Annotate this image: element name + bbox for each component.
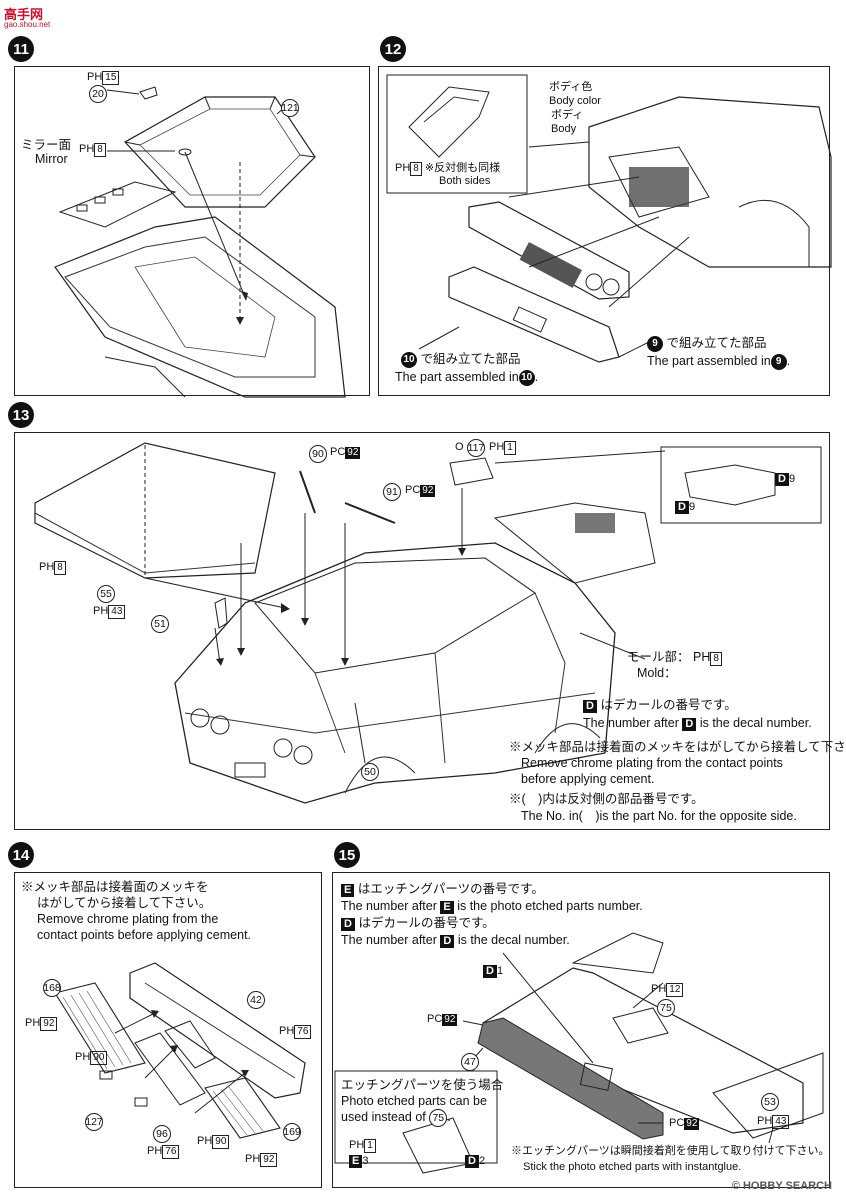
step-14-panel: ※メッキ部品は接着面のメッキを はがしてから接着して下さい。 Remove ch… [14,872,322,1188]
step-14-part-169: 169 [283,1123,301,1141]
step-11-part-20: 20 [89,85,107,103]
step-15-drawing [334,932,824,1174]
step-13-chrome-jp: ※メッキ部品は接着面のメッキをはがしてから接着して下さい。 [509,740,846,754]
step-13-o-label: O [455,441,464,453]
step-15-panel: E はエッチングパーツの番号です。 The number after E is … [332,872,830,1188]
step-15-e-en: The number after E is the photo etched p… [341,899,643,914]
step-12-both-sides-en: Both sides [439,175,491,187]
step-11-mirror-en: Mirror [35,152,68,166]
step-14-drawing [54,962,306,1139]
step-14-chrome-en2: contact points before applying cement. [37,928,252,942]
step-13-number: 13 [8,402,34,428]
step-12-drawing [386,74,832,363]
step-15-e-jp: E はエッチングパーツの番号です。 [341,881,544,897]
step-15-number: 15 [334,842,360,868]
step-13-part-51: 51 [151,615,169,633]
step-12-body-color-en: Body color [549,95,601,107]
step-13-part-90: 90 [309,445,327,463]
step-14-part-168: 168 [43,979,61,997]
watermark-domain: gao.shou.net [4,20,51,29]
step-14-number: 14 [8,842,34,868]
watermark-logo: 高手网 [4,7,44,22]
step-12-assembled-9-jp: 9 で組み立てた部品 [647,335,767,352]
step-13-chrome-en1: Remove chrome plating from the contact p… [521,756,783,770]
step-13-part-117: 117 [467,439,485,457]
step-15-d-en: The number after D is the decal number. [341,933,570,948]
step-14-chrome-jp1: ※メッキ部品は接着面のメッキを [21,880,209,894]
step-12-body-color-jp: ボディ色 [549,81,593,93]
step-12-number: 12 [380,36,406,62]
step-15-part-75: 75 [657,999,675,1017]
step-12-body-jp: ボディ [551,109,584,121]
step-15-etched-en2: used instead of 75. [341,1109,451,1127]
step-15-etched-jp: エッチングパーツを使う場合 [341,1078,504,1092]
step-14-chrome-jp2: はがしてから接着して下さい。 [37,896,212,910]
step-13-part-55: 55 [97,585,115,603]
step-13-mold-en: Mold： [637,666,677,680]
step-14-part-42: 42 [247,991,265,1009]
step-11-drawing [54,86,346,398]
hobby-search-watermark: © HOBBY SEARCH [731,1180,832,1192]
step-11-number: 11 [8,36,34,62]
step-14-part-96: 96 [153,1125,171,1143]
step-13-d-note-en: The number after D is the decal number. [583,716,812,731]
step-13-chrome-en2: before applying cement. [521,772,655,786]
step-12-assembled-10-jp: 10 で組み立てた部品 [401,351,521,368]
step-12-body-en: Body [551,123,577,135]
step-13-d-note-jp: D はデカールの番号です。 [583,697,737,713]
step-13-part-91: 91 [383,483,401,501]
step-13-opp-jp: ※( )内は反対側の部品番号です。 [509,792,704,806]
step-15-glue-jp: ※エッチングパーツは瞬間接着剤を使用して取り付けて下さい。 [511,1145,830,1157]
step-15-glue-en: Stick the photo etched parts with instan… [523,1161,742,1173]
step-15-part-53: 53 [761,1093,779,1111]
step-13-drawing [34,442,822,804]
step-15-etched-en1: Photo etched parts can be [341,1094,487,1108]
step-15-part-47: 47 [461,1053,479,1071]
step-13-opp-en: The No. in( )is the part No. for the opp… [521,809,797,823]
step-11-mirror-jp: ミラー面 [21,138,72,152]
step-15-d-jp: D はデカールの番号です。 [341,915,495,931]
step-14-part-127: 127 [85,1113,103,1131]
step-13-part-50: 50 [361,763,379,781]
step-11-part-121: 121 [281,99,299,117]
step-14-chrome-en1: Remove chrome plating from the [37,912,219,926]
